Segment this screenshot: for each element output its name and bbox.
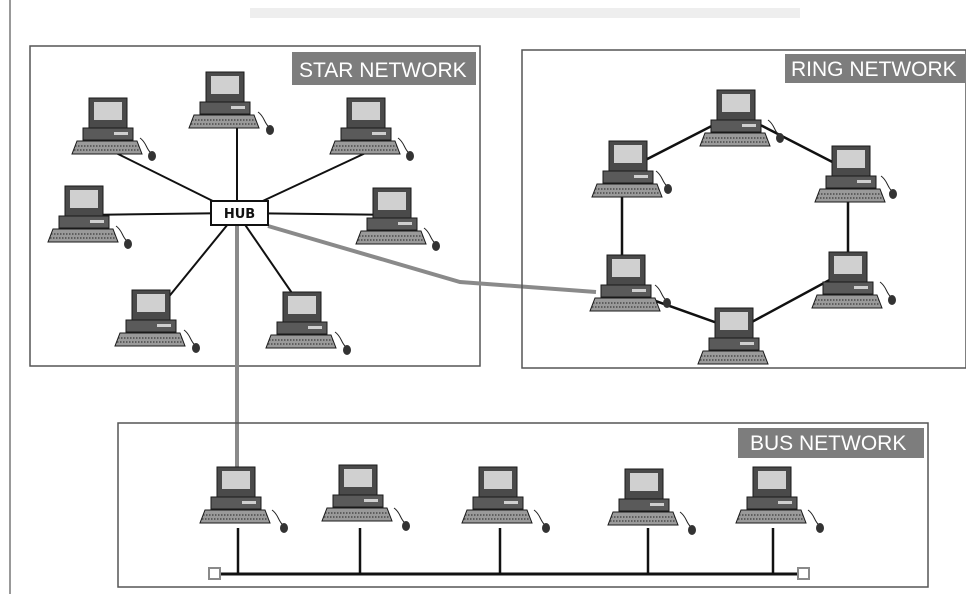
bus-links [218,528,804,574]
star-network-title: STAR NETWORK [292,52,476,85]
svg-text:RING NETWORK: RING NETWORK [791,58,957,81]
bus-computer [608,469,696,535]
bus-computer [462,467,550,533]
svg-text:BUS NETWORK: BUS NETWORK [750,432,906,455]
ring-network-title: RING NETWORK [785,54,965,83]
bus-terminator-icon [798,568,809,579]
star-computer [356,188,440,251]
ring-computer [700,90,784,146]
star-computer [330,98,414,161]
ring-computer [812,252,896,308]
ring-computer [698,308,768,364]
bus-terminator-icon [209,568,220,579]
star-computer [189,72,274,135]
ring-computer [815,146,897,202]
star-computer [266,292,351,355]
bus-computer [322,465,410,531]
bus-network-title: BUS NETWORK [738,428,924,458]
ring-computer [592,141,672,197]
svg-text:STAR NETWORK: STAR NETWORK [299,59,467,82]
backbone-links [237,226,596,476]
hub-label: HUB [224,207,255,222]
bus-computer [736,467,824,533]
star-computer [72,98,156,161]
star-computer [48,186,132,249]
star-computer [115,290,200,353]
bus-computer [200,467,288,533]
hub-icon: HUB [211,201,268,225]
